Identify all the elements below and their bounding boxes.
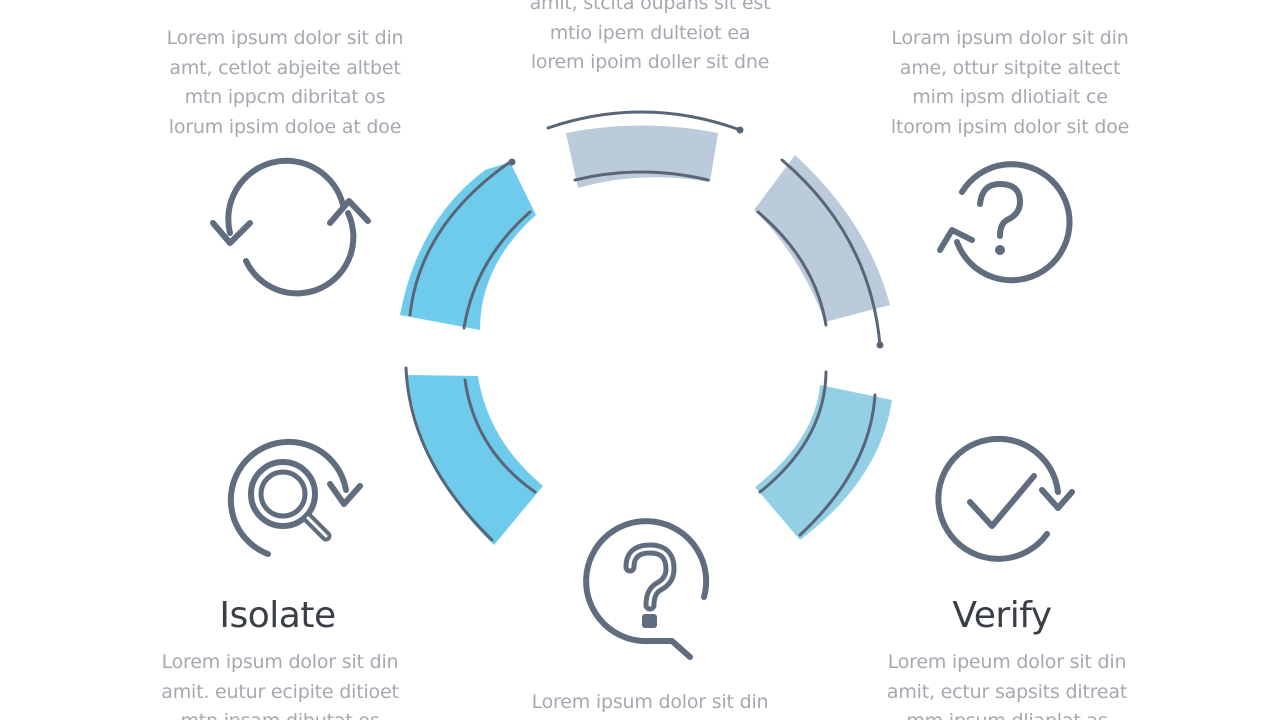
step-bottom-center-description: Lorem ipsum dolor sit din (531, 691, 769, 713)
search-cycle-icon (218, 432, 366, 560)
ring-segment-upper-left (400, 158, 536, 330)
step-top-right-description: Loram ipsum dolor sit din ame, ottur sit… (890, 27, 1130, 138)
step-top-center-description: amit, stcita oupans sit est mtio ipem du… (529, 0, 771, 73)
step-top-left-description: Lorem ipsum dolor sit din amt, cetlot ab… (166, 27, 404, 138)
step-verify-heading: Verify (952, 595, 1052, 636)
check-cycle-icon (932, 430, 1077, 562)
refresh-cycle-icon (208, 157, 374, 297)
question-cycle-icon (932, 152, 1073, 284)
step-isolate-description: Lorem ipsum dolor sit din amit. eutur ec… (161, 651, 399, 720)
ring-segment-lower-right (755, 370, 892, 540)
ring-segment-top (546, 110, 744, 188)
question-search-icon (578, 517, 718, 662)
step-isolate-heading: Isolate (219, 595, 336, 636)
step-verify-description: Lorem ipeum dolor sit din amit, ectur sa… (886, 651, 1128, 720)
ring-segment-upper-right (754, 155, 890, 349)
ring-segment-lower-left (404, 366, 543, 545)
